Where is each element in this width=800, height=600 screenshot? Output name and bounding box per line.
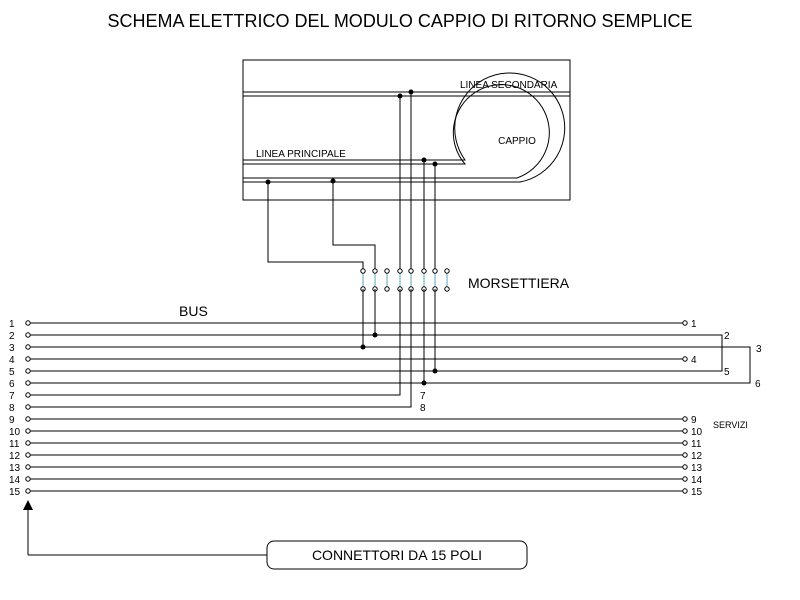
bridge-label: 5 [724,367,730,378]
track-main-inner [243,84,550,179]
wire-1 [267,182,364,271]
pin-number: 4 [9,355,15,366]
pin-number: 14 [9,475,21,486]
pin-number: 9 [691,415,697,426]
pin-number: 11 [691,439,702,450]
right-connector-pins [682,320,688,494]
right-pin-numbers: 1 4 9 10 11 12 13 14 15 [691,319,703,498]
pin-number: 12 [9,451,21,462]
pin-number: 14 [691,475,703,486]
pin-number: 13 [9,463,21,474]
label-servizi: SERVIZI [713,420,748,430]
pin-number: 12 [691,451,703,462]
label-linea-principale: LINEA PRINCIPALE [256,149,346,160]
left-pin-numbers: 1 2 3 4 5 6 7 8 9 10 11 12 13 14 15 [9,319,21,498]
bus-line-2-5-bridge [28,334,723,372]
bridge-label: 2 [724,331,730,342]
pin-number: 1 [691,319,697,330]
bus-line-3-6-bridge [28,346,751,384]
track-main-outer [243,72,566,183]
label-cappio: CAPPIO [498,136,536,147]
pin-number: 9 [9,415,15,426]
module-box [242,59,571,201]
pin-number: 10 [691,427,703,438]
bridge-labels: 2 3 5 6 7 8 [420,331,762,414]
label-bus: BUS [179,303,208,319]
pin-number: 5 [9,367,15,378]
pin-number: 13 [691,463,703,474]
label-connettori: CONNETTORI DA 15 POLI [312,547,482,563]
pin-number: 3 [9,343,15,354]
terminal-block [360,268,450,292]
page-title: SCHEMA ELETTRICO DEL MODULO CAPPIO DI RI… [107,11,692,31]
wire-2 [332,181,376,271]
pin-number: 11 [9,439,20,450]
pin-number: 15 [691,487,703,498]
pin-number: 7 [9,391,15,402]
pin-number: 4 [691,355,697,366]
bridge-label: 3 [756,344,762,355]
bridge-label: 6 [755,379,761,390]
pin-number: 15 [9,487,21,498]
bridge-label: 8 [420,403,426,414]
pin-number: 1 [9,319,15,330]
bridge-label: 7 [420,391,426,402]
pin-number: 6 [9,379,15,390]
label-morsettiera: MORSETTIERA [468,275,570,291]
pin-number: 8 [9,403,15,414]
left-connector-pins [25,320,31,494]
connector-label-box [266,540,528,570]
pin-number: 2 [9,331,15,342]
pin-number: 10 [9,427,21,438]
